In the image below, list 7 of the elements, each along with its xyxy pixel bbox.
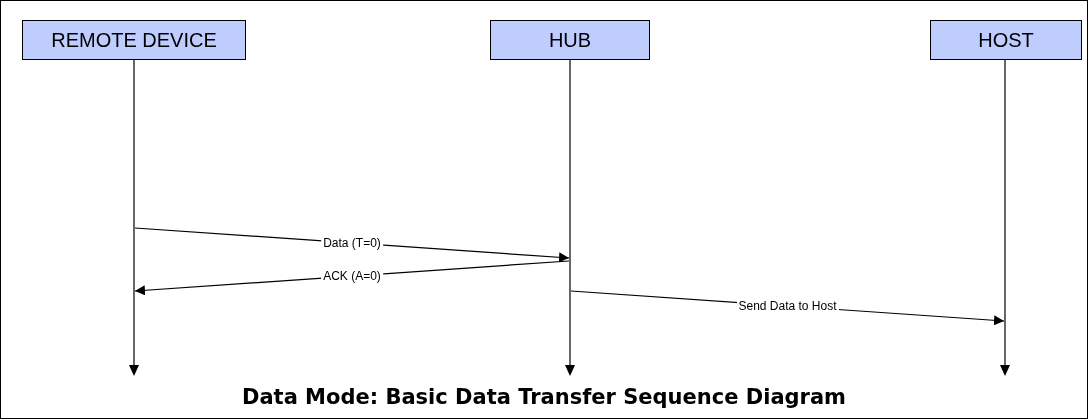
message-label: ACK (A=0)	[321, 269, 383, 283]
participant-box: HOST	[930, 20, 1082, 60]
message-label: Send Data to Host	[736, 299, 839, 313]
message-label: Data (T=0)	[321, 236, 383, 250]
caption: Data Mode: Basic Data Transfer Sequence Diagram	[241, 385, 847, 409]
participant-box: HUB	[490, 20, 650, 60]
participant-box: REMOTE DEVICE	[22, 20, 246, 60]
